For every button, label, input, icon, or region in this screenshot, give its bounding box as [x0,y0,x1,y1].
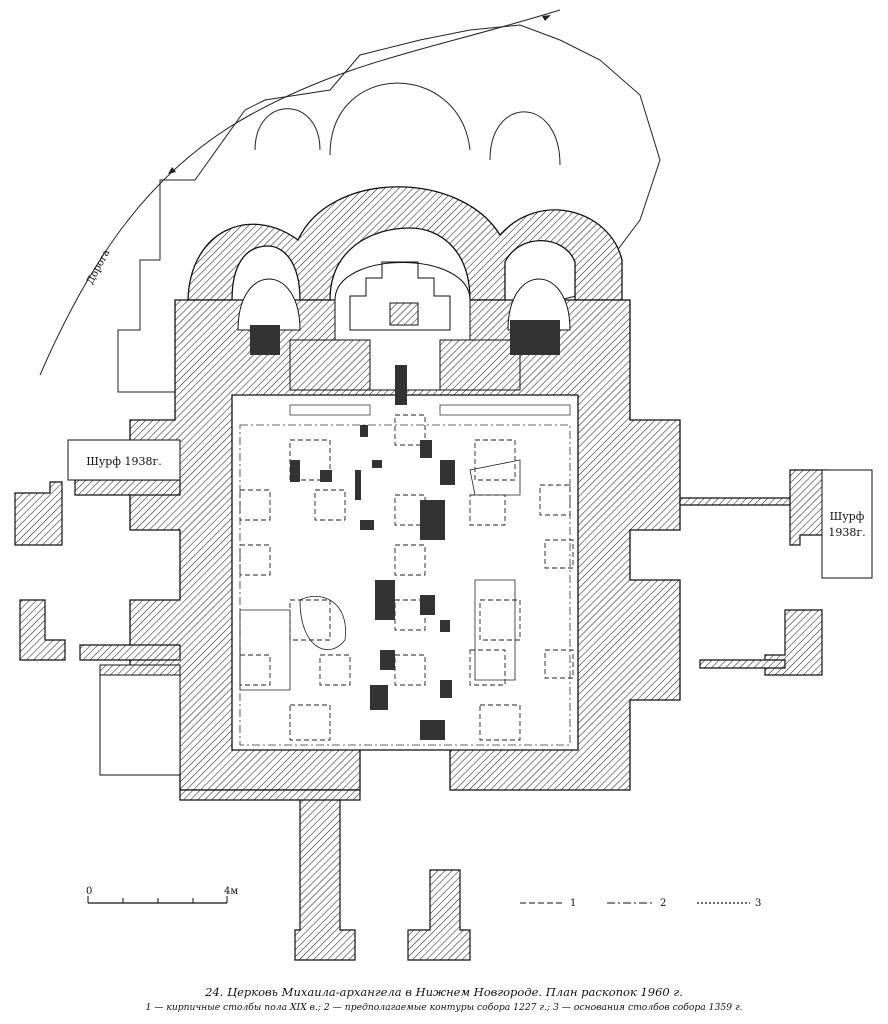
scale-start: 0 [86,886,92,897]
road-label: Дорога [85,248,112,287]
legend-num-1: 1 [570,898,576,909]
altar-platform [349,261,451,331]
shurf-left-label: Шурф 1938г. [86,455,161,468]
pier-south [179,789,471,961]
shurf-right-label-1: Шурф [830,510,865,523]
debris-patches [250,320,560,740]
pillar-contours [239,414,574,741]
legend-num-2: 2 [660,898,666,909]
scale-bar: 0 4м [86,886,238,904]
pier-left [14,479,181,661]
shurf-left: Шурф 1938г. [67,439,181,481]
apse-wall [187,186,623,301]
legend: 1 2 3 [520,898,761,909]
legend-num-3: 3 [755,898,761,909]
main-walls [129,299,681,791]
caption-title: 24. Церковь Михаила-архангела в Нижнем Н… [205,985,683,999]
road-line [39,9,561,376]
pier-right [679,469,829,676]
caption-legend: 1 — кирпичные столбы пола XIX в.; 2 — пр… [145,1002,743,1013]
scale-end: 4м [224,886,238,897]
brick-row [289,404,571,416]
shurf-right-label-2: 1938г. [828,526,865,539]
shurf-right: Шурф 1938г. [821,469,873,579]
